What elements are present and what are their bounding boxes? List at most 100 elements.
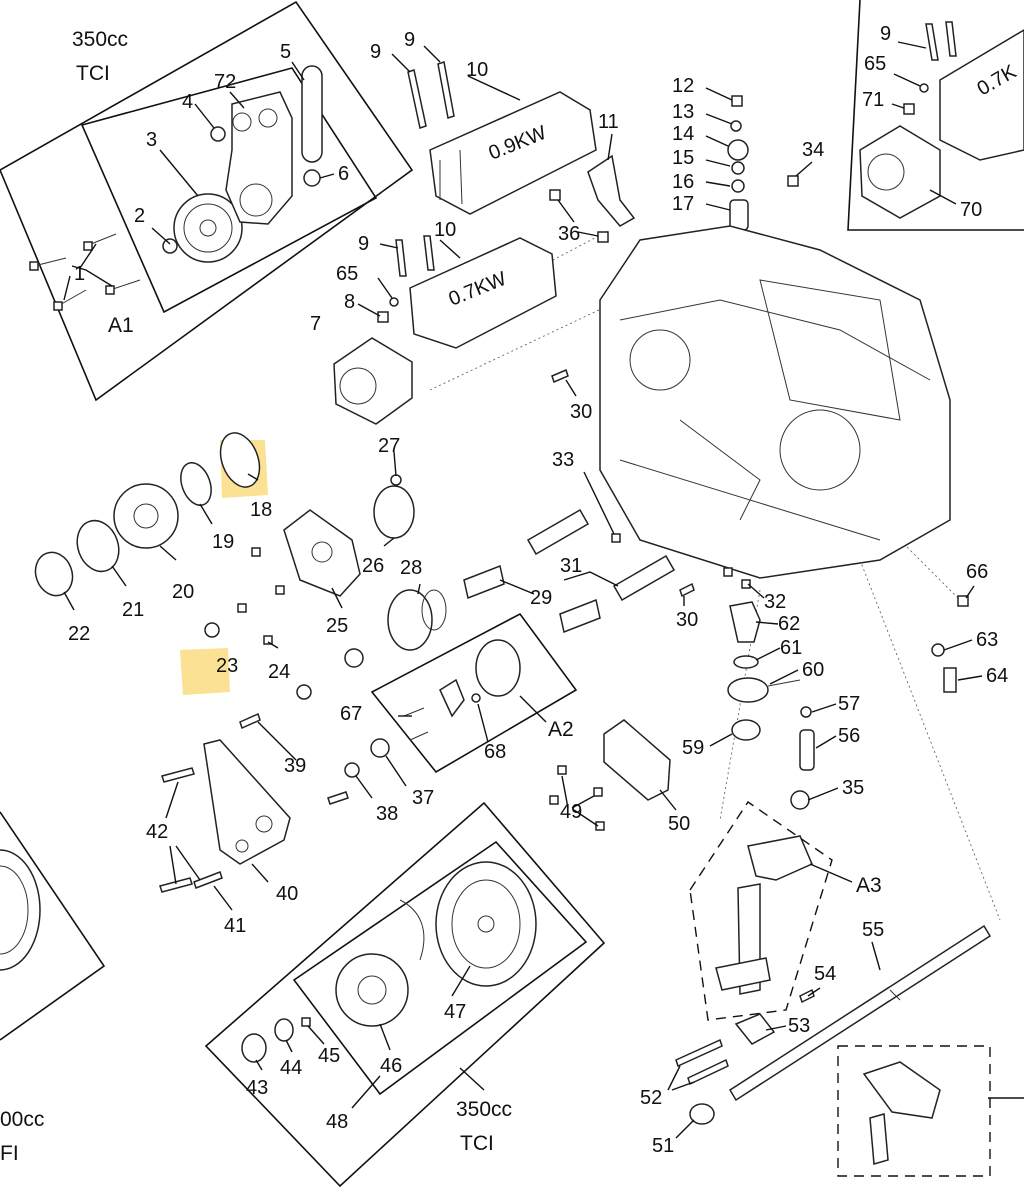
group-box-a3-dashed [689,801,833,1021]
plate-part-21 [76,519,120,573]
part-label: 25 [326,615,348,637]
part-label: 68 [484,741,506,763]
group-box-48-outer [204,801,606,1188]
part-label: 14 [672,123,694,145]
bushing-part-59 [731,719,761,741]
part-label: 9 [880,23,891,45]
oring-part-23 [204,622,220,638]
group-box-corner-starter [847,0,1024,231]
part-label: 56 [838,725,860,747]
washers-part-37-38 [344,738,390,778]
part-label: 18 [250,499,272,521]
part-label: 64 [986,665,1008,687]
pin-part-33 [611,533,621,543]
shaft-part-55 [728,924,992,1102]
washer-parts-25b [296,648,364,700]
caption-a2-group: A2 [548,718,574,741]
part-label: 32 [764,591,786,613]
part-label: 43 [246,1077,268,1099]
bolts-part-9-lower [395,235,435,277]
part-label: 71 [862,89,884,111]
part-label: 47 [444,1001,466,1023]
part-label: 62 [778,613,800,635]
shaft-part-31-lower [612,554,676,602]
group-box-48-inner [292,840,588,1096]
part-label: 15 [672,147,694,169]
part-label: 31 [560,555,582,577]
part-label: 65 [864,53,886,75]
nut-part-65 [389,297,399,307]
end-cap-part-7 [333,337,413,425]
part-label: 45 [318,1045,340,1067]
part-label: 34 [802,139,824,161]
part-label: 21 [122,599,144,621]
bolts-part-49 [549,765,605,831]
part-label: 59 [682,737,704,759]
part-label: 4 [182,91,193,113]
bolts-part-36 [549,189,609,243]
bushings-part-29 [463,564,601,634]
bolt-part-41 [193,871,223,889]
group-box-a1-inner [80,67,378,314]
caption-a1-engine: 350cc [72,28,128,51]
part-label: 53 [788,1015,810,1037]
chain-part-5 [301,65,323,163]
shaft-part-31-upper [526,508,590,556]
fork-assembly-a3 [715,835,813,995]
key-part-45 [301,1017,311,1027]
gear-part-28 [387,589,447,651]
caption-a1-group: A1 [108,314,134,337]
bracket-part-11 [587,154,636,227]
bolt-part-64 [943,667,957,693]
bolts-part-32 [723,567,751,589]
part-label: 30 [676,609,698,631]
part-label: 26 [362,555,384,577]
crankcase [599,225,951,579]
washer-part-44 [274,1018,294,1042]
bracket-part-40 [203,739,291,865]
part-label: 17 [672,193,694,215]
part-label: 12 [672,75,694,97]
part-label: 2 [134,205,145,227]
starter-motor-large: 0.9KW [429,91,597,215]
part-label: 27 [378,435,400,457]
part-label: 7 [310,313,321,335]
pin-part-39 [239,712,349,805]
bolts-part-9-upper [407,61,455,129]
part-label: 5 [280,41,291,63]
bolts-part-52 [675,1038,729,1086]
part-label: 35 [842,777,864,799]
part-label: 65 [336,263,358,285]
part-label: 61 [780,637,802,659]
pin-part-30-upper [551,368,569,384]
pin-part-56 [799,729,815,771]
part-label: 49 [560,801,582,823]
part-label: 72 [214,71,236,93]
part-label: 57 [838,693,860,715]
part-label: 38 [376,803,398,825]
part-label: 22 [68,623,90,645]
part-label: 36 [558,223,580,245]
ring-part-6 [303,169,321,187]
part-label: 28 [400,557,422,579]
corner-starter: 0.7K [859,21,1024,219]
seal-part-18 [219,432,261,488]
part-label: 67 [340,703,362,725]
part-label: 6 [338,163,349,185]
part-label: 39 [284,755,306,777]
fork-detail-right [862,1061,941,1165]
pump-part-72 [225,91,293,225]
part-label: 33 [552,449,574,471]
part-label: 23 [216,655,238,677]
nut-part-22 [34,551,74,597]
part-label: 16 [672,171,694,193]
part-label: 20 [172,581,194,603]
part-label: 10 [434,219,456,241]
part-label: 48 [326,1111,348,1133]
cover-part-50 [603,719,671,801]
bracket-part-53 [734,1013,776,1045]
caption-a3-group: A3 [856,874,882,897]
part-label: 30 [570,401,592,423]
group-box-left-fi [0,811,106,1041]
